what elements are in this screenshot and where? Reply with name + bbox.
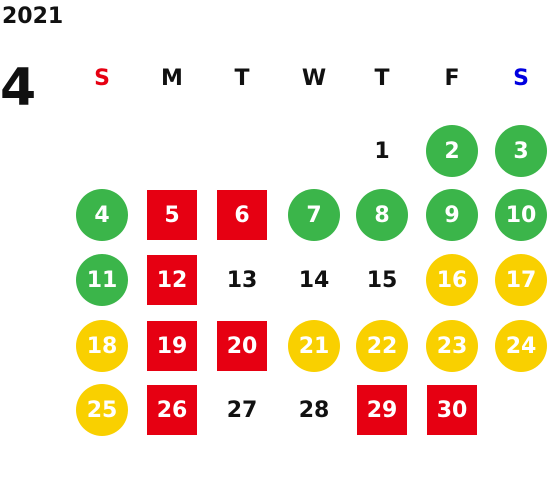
- day-14[interactable]: 14: [298, 267, 330, 293]
- day-30[interactable]: 30: [427, 385, 477, 435]
- day-18[interactable]: 18: [76, 320, 128, 372]
- day-7[interactable]: 7: [288, 189, 340, 241]
- day-27[interactable]: 27: [226, 397, 258, 423]
- day-28[interactable]: 28: [298, 397, 330, 423]
- day-13[interactable]: 13: [226, 267, 258, 293]
- weekday-wed: W: [301, 66, 327, 91]
- day-25[interactable]: 25: [76, 384, 128, 436]
- day-24[interactable]: 24: [495, 320, 547, 372]
- month-number: 4: [0, 58, 37, 118]
- day-29[interactable]: 29: [357, 385, 407, 435]
- day-4[interactable]: 4: [76, 189, 128, 241]
- day-26[interactable]: 26: [147, 385, 197, 435]
- day-11[interactable]: 11: [76, 254, 128, 306]
- day-9[interactable]: 9: [426, 189, 478, 241]
- day-5[interactable]: 5: [147, 190, 197, 240]
- day-15[interactable]: 15: [366, 267, 398, 293]
- year-label: 2021: [2, 4, 64, 29]
- day-8[interactable]: 8: [356, 189, 408, 241]
- weekday-sun: S: [94, 66, 110, 91]
- day-20[interactable]: 20: [217, 321, 267, 371]
- day-16[interactable]: 16: [426, 254, 478, 306]
- day-12[interactable]: 12: [147, 255, 197, 305]
- weekday-fri: F: [444, 66, 460, 91]
- day-23[interactable]: 23: [426, 320, 478, 372]
- day-19[interactable]: 19: [147, 321, 197, 371]
- weekday-sat: S: [513, 66, 529, 91]
- day-3[interactable]: 3: [495, 125, 547, 177]
- weekday-thu: T: [374, 66, 390, 91]
- day-21[interactable]: 21: [288, 320, 340, 372]
- weekday-tue: T: [234, 66, 250, 91]
- day-22[interactable]: 22: [356, 320, 408, 372]
- weekday-mon: M: [161, 66, 183, 91]
- day-6[interactable]: 6: [217, 190, 267, 240]
- day-17[interactable]: 17: [495, 254, 547, 306]
- day-2[interactable]: 2: [426, 125, 478, 177]
- day-10[interactable]: 10: [495, 189, 547, 241]
- day-1[interactable]: 1: [374, 138, 390, 164]
